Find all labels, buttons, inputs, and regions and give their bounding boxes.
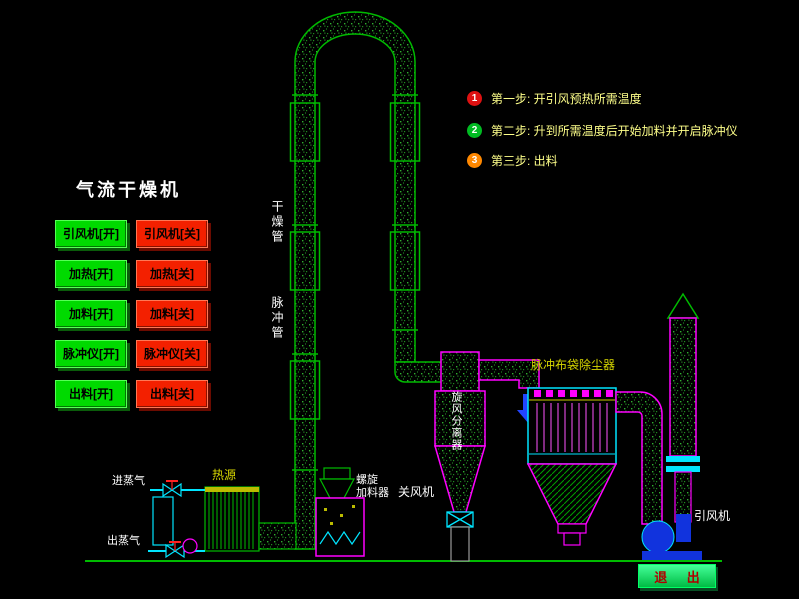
condensate-pump: [182, 538, 198, 554]
rotary-valve-label: 关风机: [398, 485, 435, 499]
heater-on-button[interactable]: 加热[开]: [55, 260, 127, 288]
heater-off-button[interactable]: 加热[关]: [136, 260, 208, 288]
steam-out-label: 出蒸气: [107, 535, 140, 547]
step-1-badge-icon: 1: [467, 90, 482, 106]
steam-inlet-valve: [162, 480, 182, 498]
page-title: 气流干燥机: [76, 180, 181, 200]
heat-source-label: 热源: [212, 468, 237, 482]
exit-button[interactable]: 退 出: [638, 564, 716, 588]
step-3-badge-icon: 3: [467, 152, 482, 168]
u-shaped-drying-pipe: [289, 11, 421, 550]
duct-to-bag-filter: [478, 359, 540, 389]
rotary-airlock: [446, 511, 474, 528]
screw-feeder-label: 螺旋 加料器: [356, 474, 389, 500]
step-1-text: 第一步: 开引风预热所需温度: [491, 91, 642, 106]
drying-pipe-label: 干燥管: [270, 200, 284, 245]
step-3-text: 第三步: 出料: [491, 153, 558, 168]
exhaust-stack: [666, 292, 700, 523]
screw-feeder: [315, 467, 365, 557]
discharge-on-button[interactable]: 出料[开]: [55, 380, 127, 408]
pulse-off-button[interactable]: 脉冲仪[关]: [136, 340, 208, 368]
step-3: 3 第三步: 出料: [467, 152, 558, 168]
discharge-off-button[interactable]: 出料[关]: [136, 380, 208, 408]
step-1: 1 第一步: 开引风预热所需温度: [467, 90, 642, 106]
fan-off-button[interactable]: 引风机[关]: [136, 220, 208, 248]
screw-feeder-label-line1: 螺旋: [356, 474, 378, 486]
hot-air-duct: [258, 522, 297, 550]
step-2-badge-icon: 2: [467, 122, 482, 138]
pulse-pipe-label: 脉冲管: [270, 296, 284, 341]
screw-feeder-label-line2: 加料器: [356, 487, 389, 499]
pulse-on-button[interactable]: 脉冲仪[开]: [55, 340, 127, 368]
draft-fan-label: 引风机: [694, 509, 731, 523]
feeder-on-button[interactable]: 加料[开]: [55, 300, 127, 328]
heat-source: [204, 486, 260, 552]
bag-filter: [526, 387, 618, 546]
step-2: 2 第二步: 升到所需温度后开始加料并开启脉冲仪: [467, 122, 738, 138]
fan-on-button[interactable]: 引风机[开]: [55, 220, 127, 248]
pipe-elbow-to-cyclone: [394, 361, 444, 383]
cyclone-discharge-stand: [450, 526, 470, 562]
step-2-text: 第二步: 升到所需温度后开始加料并开启脉冲仪: [491, 123, 738, 138]
bag-filter-label: 脉冲布袋除尘器: [531, 358, 616, 372]
induced-draft-fan: [641, 514, 702, 560]
steam-in-label: 进蒸气: [112, 475, 145, 487]
cyclone-label: 旋风分离器: [450, 391, 462, 451]
steam-outlet-valve: [165, 541, 185, 559]
duct-to-fan: [615, 391, 663, 525]
feeder-off-button[interactable]: 加料[关]: [136, 300, 208, 328]
